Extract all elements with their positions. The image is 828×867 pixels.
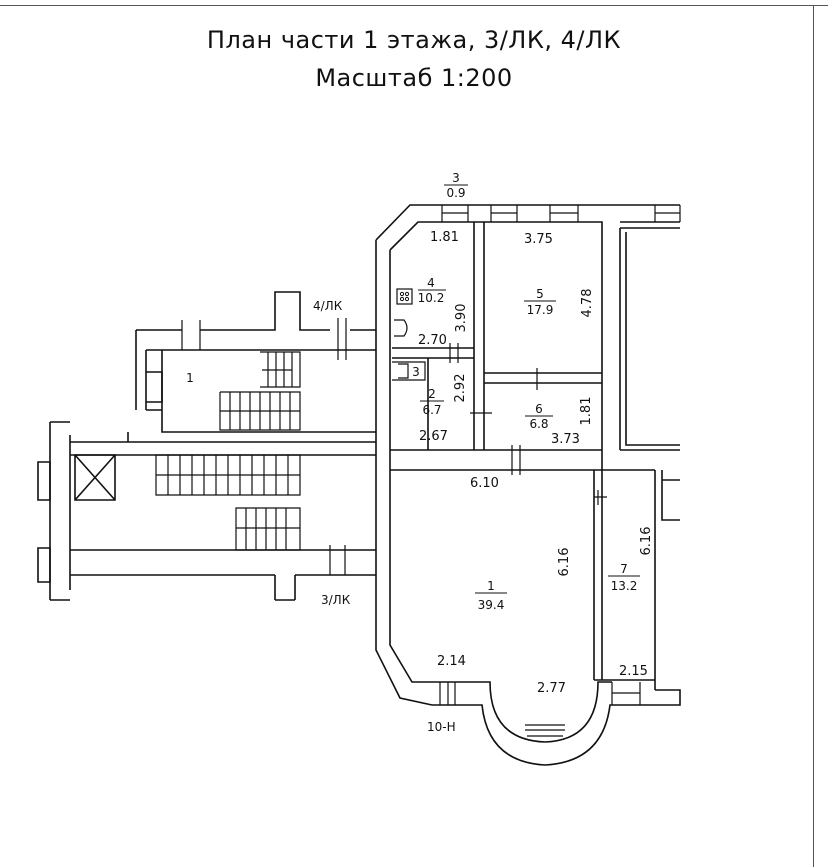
bay-window-glazing [439, 682, 641, 737]
room-3-small-label: 3 [412, 365, 420, 379]
door-marks [449, 343, 607, 505]
stair-room-1-label: 1 [186, 371, 194, 385]
stove-burner [404, 296, 410, 302]
dim-6-16-room1: 6.16 [557, 548, 572, 577]
room-6-number: 6 [535, 402, 543, 416]
axis-door-4lk [181, 318, 347, 360]
plan-title: План части 1 этажа, 3/ЛК, 4/ЛК [206, 26, 622, 54]
dim-3-73: 3.73 [551, 432, 580, 447]
dim-4-78: 4.78 [580, 289, 595, 318]
stove-burner [399, 296, 405, 302]
outer-wall [375, 204, 680, 706]
dim-1-81-top: 1.81 [430, 230, 459, 245]
top-border-line [0, 5, 828, 6]
dim-2-67: 2.67 [419, 429, 448, 444]
room-4-number: 4 [427, 276, 435, 290]
dim-2-77: 2.77 [537, 681, 566, 696]
left-block-walls [49, 291, 376, 601]
dim-2-70: 2.70 [418, 333, 447, 348]
room-4-area: 10.2 [418, 291, 445, 305]
axis-label-4lk: 4/ЛК [313, 299, 343, 313]
room-1-number: 1 [487, 579, 495, 593]
dim-3-90: 3.90 [454, 304, 469, 333]
dim-6-16-room7: 6.16 [639, 527, 654, 556]
axis-label-3lk: 3/ЛК [321, 593, 351, 607]
room-7-area: 13.2 [611, 579, 638, 593]
dim-3-75: 3.75 [524, 232, 553, 247]
room-7-number: 7 [620, 562, 628, 576]
room-2-area: 6.7 [422, 403, 441, 417]
room-5-number: 5 [536, 287, 544, 301]
right-structure [612, 221, 681, 706]
room-5-area: 17.9 [527, 303, 554, 317]
left-pilasters [37, 371, 163, 583]
bay-window [432, 681, 612, 766]
dim-6-10: 6.10 [470, 476, 499, 491]
room-3-area: 0.9 [446, 186, 465, 200]
axis-door-3lk [329, 545, 346, 575]
sink-fixture [394, 319, 408, 337]
room-2-number: 2 [428, 387, 436, 401]
dim-2-14: 2.14 [437, 654, 466, 669]
stove-fixture [396, 288, 413, 305]
dim-1-81-right: 1.81 [579, 397, 594, 426]
room-3-number: 3 [452, 171, 460, 185]
stair-upper [219, 351, 301, 431]
axis-label-10h: 10-Н [427, 720, 456, 734]
plan-scale: Масштаб 1:200 [315, 64, 513, 92]
dim-2-92: 2.92 [453, 374, 468, 403]
right-border-line [813, 5, 814, 867]
stove-burner [399, 291, 405, 297]
room-1-area: 39.4 [478, 598, 505, 612]
toilet-room-3 [392, 361, 426, 381]
stair-lower [155, 454, 301, 551]
top-windows [441, 205, 681, 222]
inner-walls [390, 222, 656, 690]
dim-2-15: 2.15 [619, 664, 648, 679]
stove-burner [404, 291, 410, 297]
elevator-shaft [74, 454, 116, 501]
room-6-area: 6.8 [529, 417, 548, 431]
